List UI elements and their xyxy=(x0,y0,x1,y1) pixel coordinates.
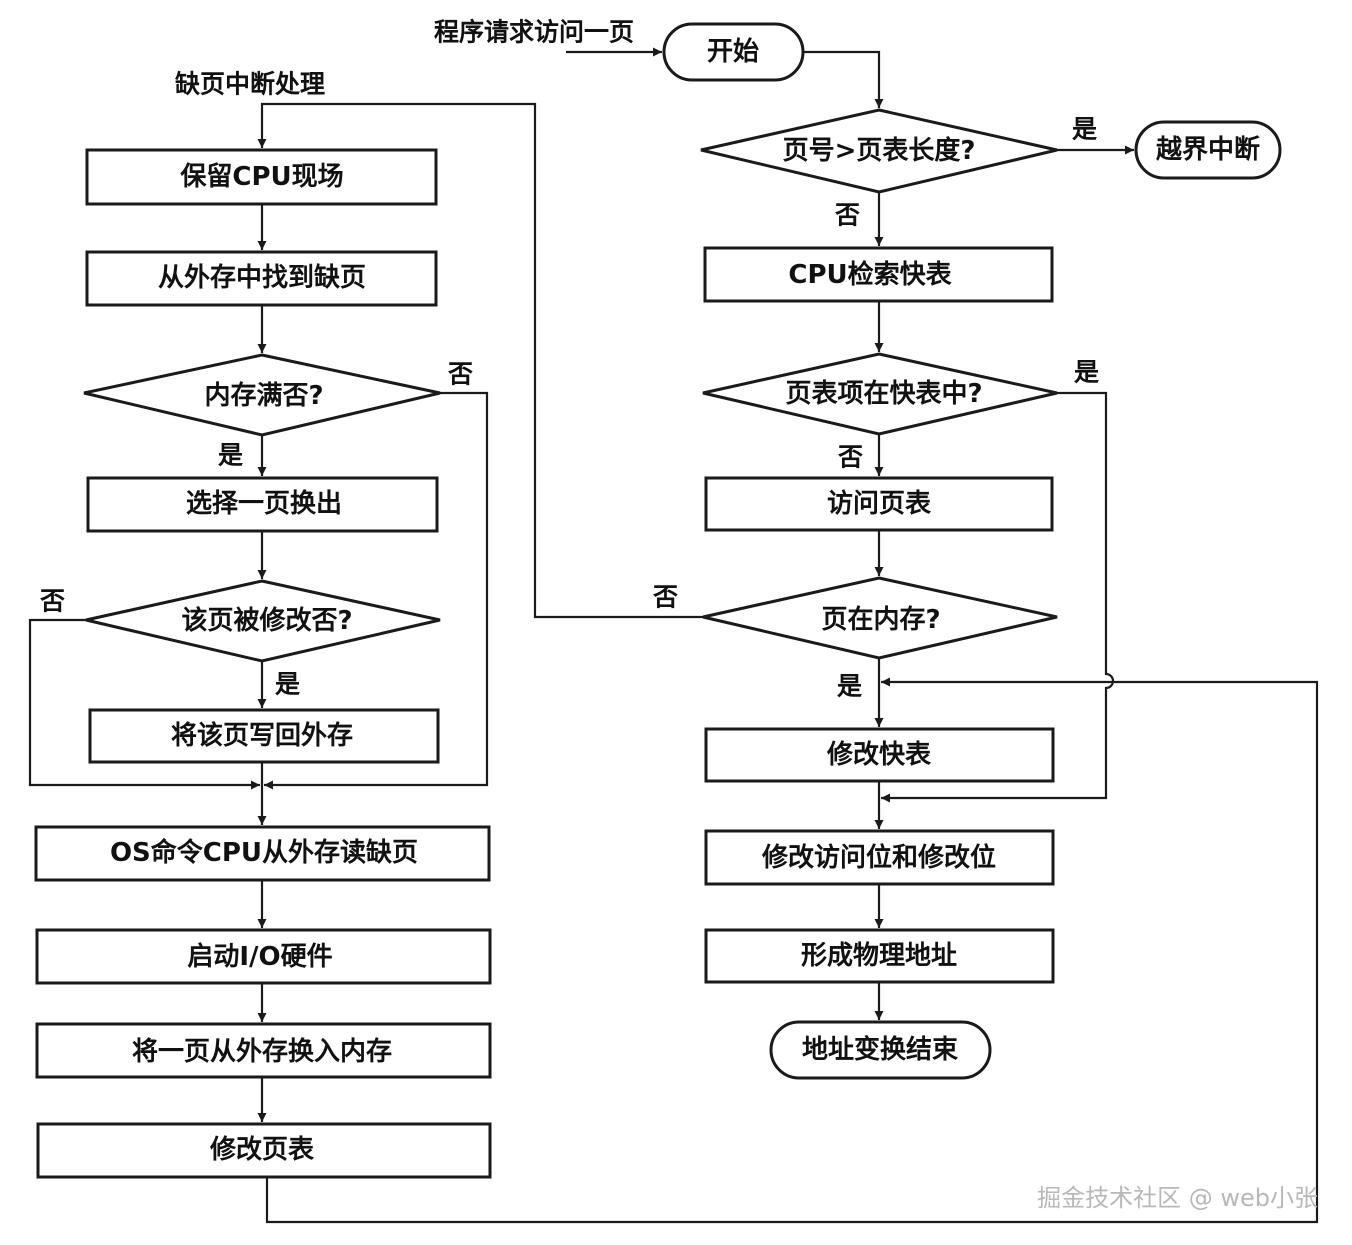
svg-text:从外存中找到缺页: 从外存中找到缺页 xyxy=(158,263,366,293)
label-page-fault-handler: 缺页中断处理 xyxy=(175,70,325,99)
svg-text:CPU检索快表: CPU检索快表 xyxy=(788,259,952,290)
label-tlb-no: 否 xyxy=(837,443,863,472)
connector-start-to-overflow xyxy=(803,50,884,108)
decision-page-overflow: 页号>页表长度? xyxy=(700,108,1058,194)
label-memfull-yes: 是 xyxy=(218,441,243,470)
label-modcheck-no: 否 xyxy=(39,587,65,616)
watermark: 掘金技术社区 @ web小张 xyxy=(1037,1184,1318,1212)
node-out-of-bounds: 越界中断 xyxy=(1134,120,1282,180)
connectors xyxy=(28,47,1319,1224)
svg-text:将该页写回外存: 将该页写回外存 xyxy=(171,720,353,751)
box-os-read-page: OS命令CPU从外存读缺页 xyxy=(34,825,491,882)
box-modify-tlb: 修改快表 xyxy=(704,727,1055,783)
svg-text:将一页从外存换入内存: 将一页从外存换入内存 xyxy=(132,1037,392,1067)
svg-text:页表项在快表中?: 页表项在快表中? xyxy=(785,379,982,409)
connector-memcheck-no xyxy=(257,102,703,619)
connector-modcheck-no xyxy=(28,618,260,790)
decision-page-modified: 该页被修改否? xyxy=(85,579,441,663)
svg-text:修改页表: 修改页表 xyxy=(209,1134,315,1165)
connector-memfull-no xyxy=(264,391,489,790)
svg-text:越界中断: 越界中断 xyxy=(1156,134,1260,165)
svg-text:访问页表: 访问页表 xyxy=(827,489,932,519)
svg-text:OS命令CPU从外存读缺页: OS命令CPU从外存读缺页 xyxy=(110,837,418,868)
box-find-missing-page: 从外存中找到缺页 xyxy=(85,250,438,307)
node-end: 地址变换结束 xyxy=(769,1020,992,1080)
svg-text:修改快表: 修改快表 xyxy=(826,739,932,770)
box-select-page-out: 选择一页换出 xyxy=(86,476,439,533)
decision-memory-full: 内存满否? xyxy=(83,353,441,437)
svg-text:形成物理地址: 形成物理地址 xyxy=(801,941,957,971)
svg-text:页在内存?: 页在内存? xyxy=(821,605,940,635)
svg-text:页号>页表长度?: 页号>页表长度? xyxy=(783,135,976,166)
svg-text:开始: 开始 xyxy=(707,37,759,67)
svg-text:保留CPU现场: 保留CPU现场 xyxy=(179,162,343,192)
decision-entry-in-tlb: 页表项在快表中? xyxy=(702,352,1058,436)
label-memcheck-no: 否 xyxy=(652,583,678,612)
connector-return-loop xyxy=(265,677,1319,1224)
label-tlb-yes: 是 xyxy=(1074,358,1099,387)
box-access-page-table: 访问页表 xyxy=(704,476,1054,532)
label-program-request: 程序请求访问一页 xyxy=(434,18,634,47)
box-swap-in: 将一页从外存换入内存 xyxy=(35,1022,492,1079)
label-overflow-no: 否 xyxy=(834,201,860,230)
box-search-tlb: CPU检索快表 xyxy=(703,246,1054,303)
box-modify-bits: 修改访问位和修改位 xyxy=(704,829,1055,886)
svg-text:该页被修改否?: 该页被修改否? xyxy=(181,605,352,636)
label-overflow-yes: 是 xyxy=(1072,115,1097,144)
box-start-io: 启动I/O硬件 xyxy=(35,928,492,985)
svg-text:修改访问位和修改位: 修改访问位和修改位 xyxy=(761,842,996,873)
svg-text:地址变换结束: 地址变换结束 xyxy=(802,1034,959,1065)
node-start: 开始 xyxy=(662,22,805,82)
label-memcheck-yes: 是 xyxy=(837,672,862,701)
svg-text:内存满否?: 内存满否? xyxy=(204,381,323,411)
box-save-cpu-state: 保留CPU现场 xyxy=(85,148,438,206)
label-modcheck-yes: 是 xyxy=(275,670,300,699)
svg-text:选择一页换出: 选择一页换出 xyxy=(186,489,342,519)
label-memfull-no: 否 xyxy=(447,360,473,389)
box-form-physical-address: 形成物理地址 xyxy=(704,928,1055,984)
decision-page-in-memory: 页在内存? xyxy=(702,576,1058,660)
svg-text:启动I/O硬件: 启动I/O硬件 xyxy=(187,941,332,972)
box-modify-page-table: 修改页表 xyxy=(36,1122,492,1179)
box-write-back: 将该页写回外存 xyxy=(88,708,440,764)
